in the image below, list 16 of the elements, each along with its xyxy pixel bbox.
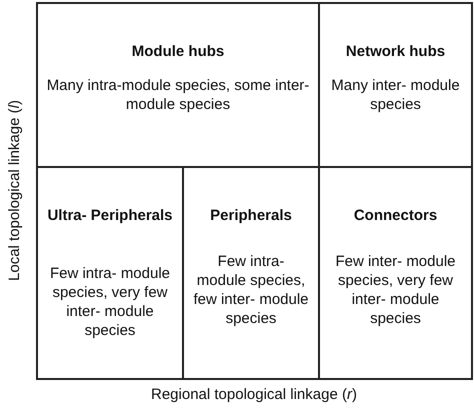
cell-description: Few intra- module species, very few inter- module species <box>48 264 172 340</box>
cell-heading: Peripherals <box>209 206 293 225</box>
quadrant-cell <box>36 166 184 380</box>
x-axis-label: Regional topological linkage (r) <box>151 386 357 403</box>
cell-description: Many inter- module species <box>330 76 461 114</box>
cell-description: Few inter- module species, very few inter- module species <box>334 252 457 328</box>
cell-heading: Module hubs <box>130 42 226 61</box>
cell-description: Many intra-module species, some inter- module species <box>46 76 310 114</box>
cell-description: Few intra- module species, few inter- module species <box>192 252 310 328</box>
cell-heading: Connectors <box>352 206 438 225</box>
quadrant-cell <box>36 2 320 168</box>
cell-heading: Network hubs <box>344 42 446 61</box>
quadrant-cell <box>318 2 473 168</box>
cell-heading: Ultra- Peripherals <box>46 206 174 225</box>
quadrant-cell <box>318 166 473 380</box>
y-axis-label: Local topological linkage (l) <box>5 100 22 280</box>
